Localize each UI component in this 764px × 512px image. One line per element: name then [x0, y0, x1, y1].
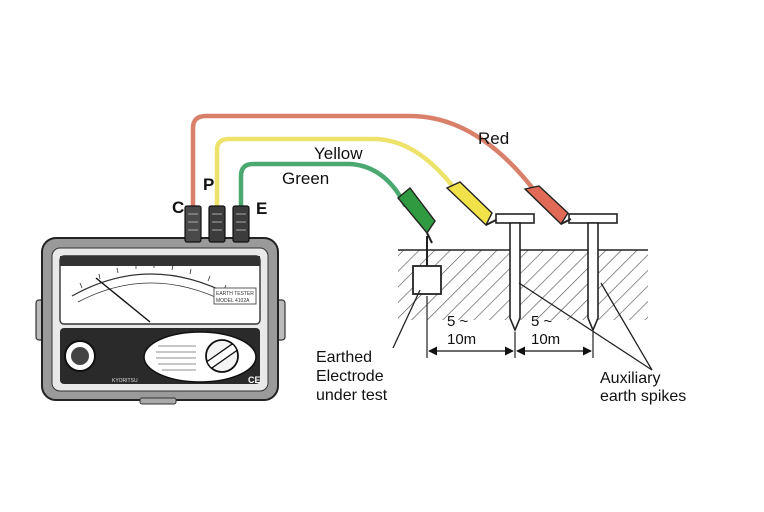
- function-panel: [143, 331, 257, 383]
- spikes-label-line2: earth spikes: [600, 388, 686, 405]
- earthed-electrode: [412, 236, 442, 295]
- distance-dimensions: 5 ~ 10m 5 ~ 10m: [426, 296, 594, 358]
- terminal-p: [208, 205, 226, 243]
- electrode-label-line3: under test: [316, 387, 388, 404]
- earth-tester-meter: EARTH TESTER MODEL 4102A KYORITSU CE: [35, 237, 286, 405]
- meter-terminals: [184, 205, 250, 243]
- auxiliary-spike-p: [495, 213, 535, 333]
- terminal-e: [232, 205, 250, 243]
- model-text-line1: EARTH TESTER: [216, 291, 254, 297]
- brand-text: KYORITSU: [112, 378, 138, 384]
- wire-red: [190, 113, 543, 215]
- terminal-label-e: E: [256, 199, 267, 218]
- auxiliary-spike-c: [568, 213, 618, 333]
- ce-mark: CE: [248, 375, 261, 385]
- distance-label-1-line2: 10m: [447, 331, 476, 348]
- electrode-label-line2: Electrode: [316, 368, 384, 385]
- model-badge: [213, 287, 257, 305]
- wires: [190, 113, 543, 215]
- wire-label-green: Green: [282, 169, 329, 188]
- distance-label-1-line1: 5 ~: [447, 313, 469, 330]
- wire-green: [238, 161, 408, 215]
- distance-label-2-line2: 10m: [531, 331, 560, 348]
- distance-label-2-line1: 5 ~: [531, 313, 553, 330]
- wire-label-red: Red: [478, 129, 509, 148]
- spikes-label-line1: Auxiliary: [600, 370, 660, 387]
- terminal-label-p: P: [203, 175, 214, 194]
- terminal-label-c: C: [172, 198, 184, 217]
- model-text-line2: MODEL 4102A: [216, 298, 250, 304]
- wire-yellow: [214, 136, 463, 215]
- meter-scale-arc: [71, 273, 233, 297]
- leader-lines: [392, 282, 653, 371]
- clip-yellow: [445, 181, 497, 227]
- wire-label-yellow: Yellow: [314, 144, 363, 163]
- clip-green: [397, 186, 436, 244]
- electrode-label-line1: Earthed: [316, 349, 372, 366]
- meter-needle: [95, 277, 151, 323]
- clip-red: [523, 185, 572, 226]
- terminal-c: [184, 205, 202, 243]
